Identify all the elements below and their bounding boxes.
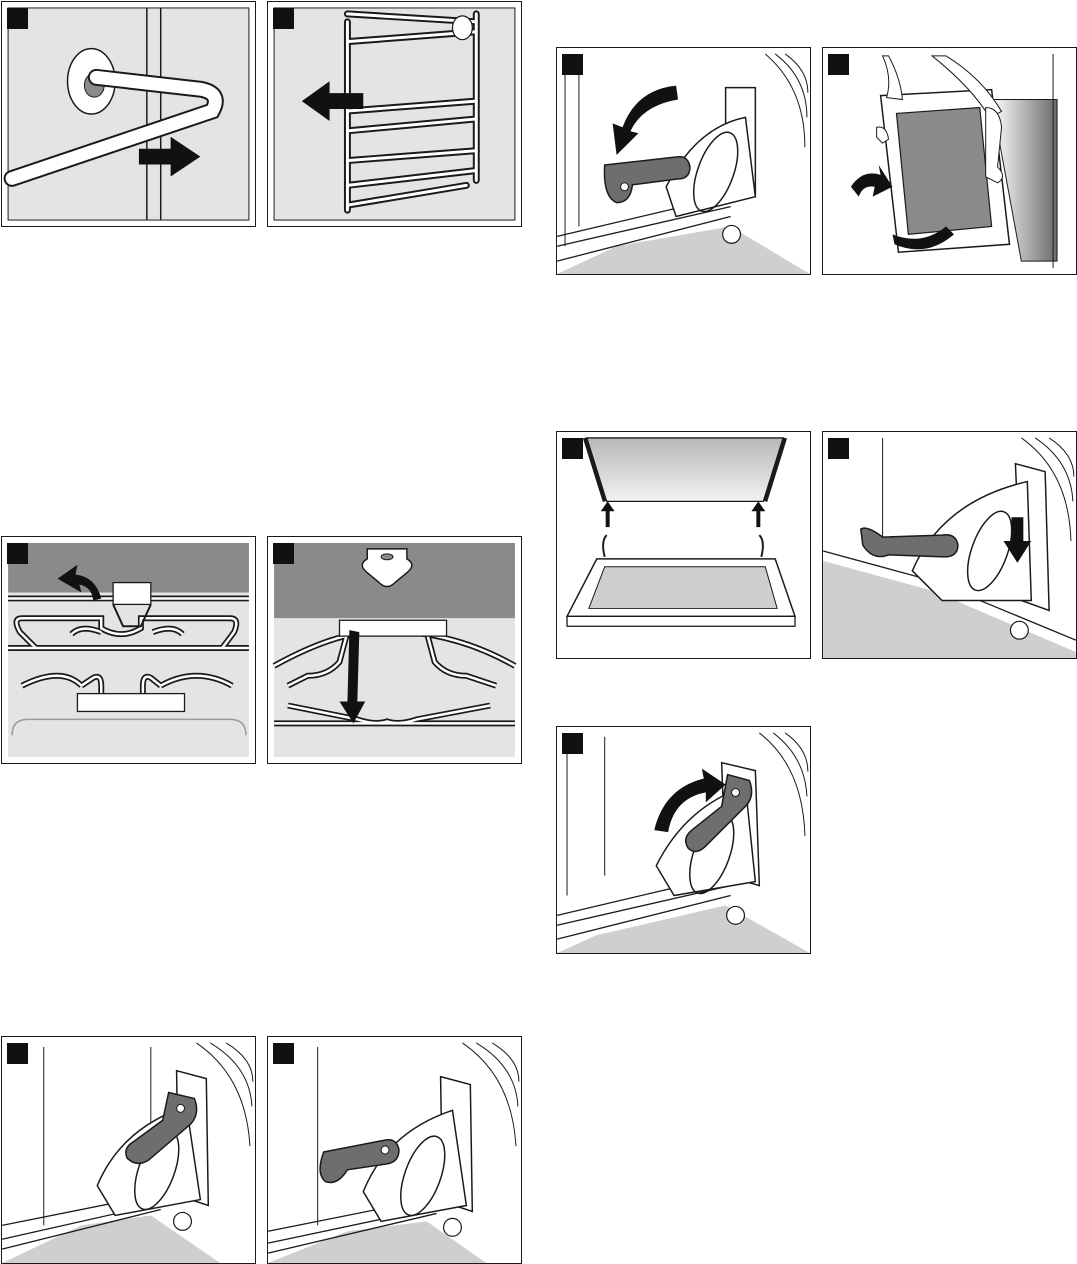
hinge-slot-illustration <box>823 432 1076 658</box>
rail-hook-illustration <box>2 2 255 226</box>
curved-arrow-up-icon <box>851 165 893 197</box>
figure-number-badge <box>7 543 28 564</box>
figure-10 <box>1 1036 256 1264</box>
rack-clip-press-illustration <box>268 537 521 763</box>
door-hooks-illustration <box>557 432 810 658</box>
figure-number-badge <box>273 8 294 29</box>
figure-number-badge <box>7 8 28 29</box>
hinge-lever-down-illustration <box>268 1037 521 1263</box>
figure-number-badge <box>273 1043 294 1064</box>
figure-2 <box>267 1 522 227</box>
arrow-up-icon <box>751 501 765 527</box>
figure-4 <box>822 47 1077 275</box>
figure-3 <box>556 47 811 275</box>
figure-8 <box>822 431 1077 659</box>
hinge-lever-up-illustration <box>557 727 810 953</box>
rail-ladder-illustration <box>268 2 521 226</box>
arrow-up-icon <box>601 501 615 527</box>
hinge-lever-up-illustration <box>2 1037 255 1263</box>
figure-number-badge <box>562 438 583 459</box>
figure-number-badge <box>828 438 849 459</box>
figure-number-badge <box>562 54 583 75</box>
figure-7 <box>556 431 811 659</box>
door-lift-illustration <box>823 48 1076 274</box>
figure-9 <box>556 726 811 954</box>
figure-number-badge <box>562 733 583 754</box>
hinge-lever-down-illustration <box>557 48 810 274</box>
figure-number-badge <box>273 543 294 564</box>
figure-number-badge <box>828 54 849 75</box>
figure-11 <box>267 1036 522 1264</box>
rack-clip-lift-illustration <box>2 537 255 763</box>
figure-6 <box>267 536 522 764</box>
figure-number-badge <box>7 1043 28 1064</box>
figure-1 <box>1 1 256 227</box>
figure-5 <box>1 536 256 764</box>
hand <box>986 107 1003 182</box>
curved-arrow-down-icon <box>613 86 678 155</box>
